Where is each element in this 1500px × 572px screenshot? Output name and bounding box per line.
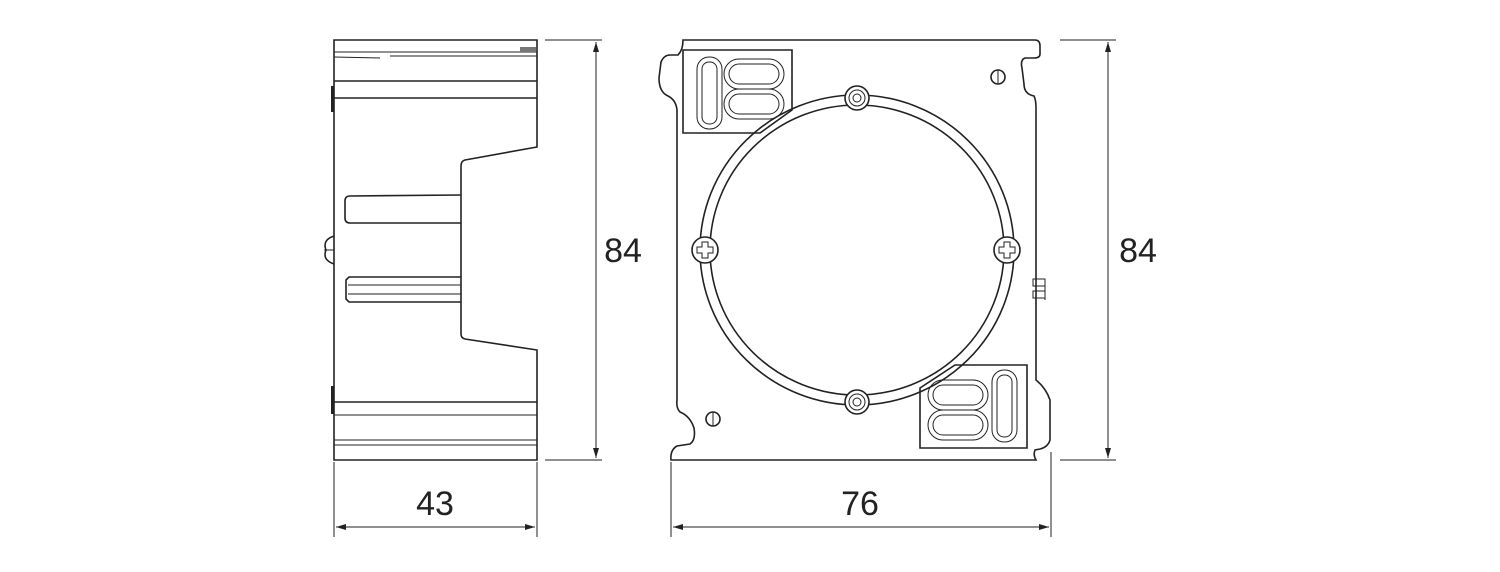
front-height-label: 84 (1119, 232, 1157, 270)
screw-boss-bottom (844, 389, 870, 415)
front-view (658, 39, 1051, 461)
top-left-mount-pad (682, 49, 793, 134)
front-width-label: 76 (841, 485, 879, 523)
small-hole-bottom-left (705, 411, 721, 427)
screw-boss-top (844, 85, 870, 111)
opening-ring-outer (699, 94, 1015, 406)
small-hole-top-right (990, 69, 1006, 85)
opening-ring-inner (709, 104, 1005, 396)
screw-right-icon (993, 236, 1021, 264)
dimension-lines (333, 39, 1116, 537)
side-height-label: 84 (604, 232, 642, 270)
side-view (324, 39, 538, 461)
screw-left-icon (691, 236, 719, 264)
side-width-label: 43 (416, 485, 454, 523)
bottom-right-mount-pad (919, 364, 1028, 449)
